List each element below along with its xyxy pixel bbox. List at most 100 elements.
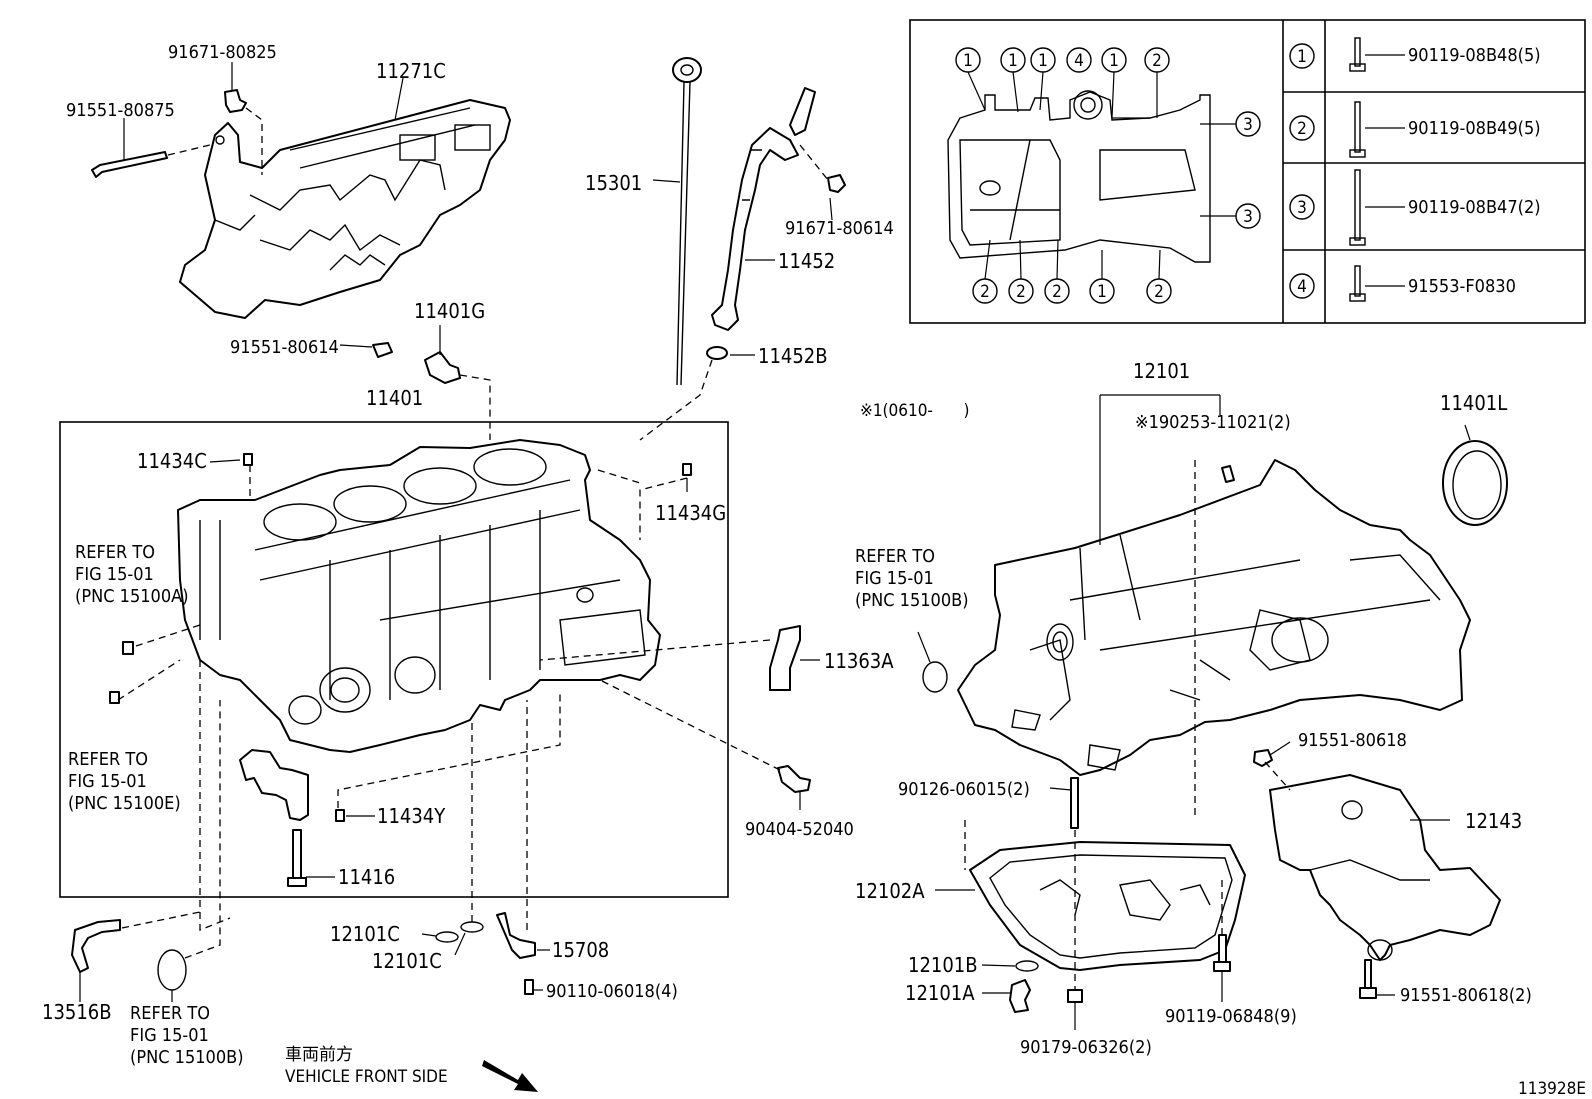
pin-190253 <box>1221 465 1235 483</box>
label-11401g: 11401G <box>414 299 485 323</box>
svg-text:1: 1 <box>1008 51 1018 71</box>
label-190253: ※190253-11021(2) <box>1135 412 1291 433</box>
plug-15100a <box>122 641 134 655</box>
svg-text:FIG 15-01: FIG 15-01 <box>855 568 934 589</box>
bolt-table-row: 3 90119-08B47(2) <box>1289 169 1541 246</box>
oil-pressure-switch <box>777 765 811 793</box>
figure-id: 113928E <box>1518 1079 1586 1099</box>
inset-callout: 4 <box>1066 47 1092 73</box>
label-11416: 11416 <box>338 865 395 889</box>
inset-callouts: 1 1 1 4 1 2 3 3 2 2 2 1 2 <box>955 47 1261 304</box>
bearing-cap <box>239 749 309 821</box>
svg-text:2: 2 <box>1152 51 1162 71</box>
bolt-table-row: 4 91553-F0830 <box>1289 265 1516 302</box>
svg-text:2: 2 <box>980 282 990 302</box>
note-0610: ※1(0610- ) <box>860 401 970 421</box>
bolt-91551-80614 <box>372 342 393 358</box>
inset-callout: 2 <box>972 278 998 304</box>
o-ring-15100b-right <box>922 661 948 693</box>
label-11363a: 11363A <box>824 649 894 673</box>
bolt-icon <box>1354 37 1361 67</box>
intake-manifold <box>179 99 511 319</box>
inset-oil-pan-outline <box>947 90 1211 263</box>
svg-text:REFER TO: REFER TO <box>130 1003 210 1024</box>
o-ring-11452b <box>706 346 728 360</box>
inset-callout: 1 <box>1101 47 1127 73</box>
label-91551-80618: 91551-80618 <box>1298 730 1407 751</box>
label-91671-80825: 91671-80825 <box>168 42 277 63</box>
inset-frame <box>909 19 1586 324</box>
svg-text:(PNC 15100B): (PNC 15100B) <box>855 590 969 611</box>
label-90126-06015: 90126-06015(2) <box>898 779 1030 800</box>
label-91551-80614: 91551-80614 <box>230 337 339 358</box>
svg-text:2: 2 <box>1016 282 1026 302</box>
baffle-12143 <box>1269 774 1501 961</box>
part-labels: 91671-80825 11271C 91551-80875 15301 916… <box>42 42 1532 1058</box>
label-11401l: 11401L <box>1440 391 1507 415</box>
dowel-11434g <box>682 463 692 476</box>
nut-90179-06326 <box>1067 989 1083 1003</box>
label-91551-80618-2: 91551-80618(2) <box>1400 985 1532 1006</box>
bolt-table-number: 1 <box>1297 47 1307 67</box>
bolt-table-row: 2 90119-08B49(5) <box>1289 101 1541 158</box>
label-13516b: 13516B <box>42 1000 112 1024</box>
bolt-table-part: 90119-08B47(2) <box>1408 197 1541 218</box>
label-11434g: 11434G <box>655 501 726 525</box>
svg-text:4: 4 <box>1074 51 1084 71</box>
svg-text:REFER TO: REFER TO <box>68 749 148 770</box>
label-12101c: 12101C <box>330 922 400 946</box>
label-90119-06848: 90119-06848(9) <box>1165 1006 1297 1027</box>
inset-callout: 1 <box>1089 278 1115 304</box>
label-90179-06326: 90179-06326(2) <box>1020 1037 1152 1058</box>
svg-text:(PNC 15100A): (PNC 15100A) <box>75 586 189 607</box>
svg-text:1: 1 <box>1109 51 1119 71</box>
o-ring-15100b <box>157 949 187 991</box>
crankcase-12101 <box>957 459 1471 776</box>
svg-text:FIG 15-01: FIG 15-01 <box>130 1025 209 1046</box>
oil-strainer-15708 <box>496 912 536 959</box>
label-11401: 11401 <box>366 386 423 410</box>
bolt-90110-06018 <box>524 979 534 995</box>
inset-callout: 1 <box>955 47 981 73</box>
bolt-table-part: 91553-F0830 <box>1408 276 1516 297</box>
label-11452: 11452 <box>778 249 835 273</box>
bolt-table-part: 90119-08B48(5) <box>1408 45 1541 66</box>
bolt-table-row: 1 90119-08B48(5) <box>1289 37 1541 72</box>
label-90110-06018: 90110-06018(4) <box>546 981 678 1002</box>
bolt-table-number: 4 <box>1297 277 1307 297</box>
vehicle-front-jp: 車両前方 <box>285 1045 353 1065</box>
oil-level-gauge <box>672 57 702 386</box>
front-arrow-icon <box>482 1060 538 1092</box>
svg-text:REFER TO: REFER TO <box>855 546 935 567</box>
svg-text:2: 2 <box>1052 282 1062 302</box>
cylinder-block <box>177 439 661 753</box>
label-12101b: 12101B <box>908 953 978 977</box>
bolt-icon <box>1354 265 1361 297</box>
inset-callout: 3 <box>1235 111 1261 137</box>
bolt-reference-inset: 1 90119-08B48(5) 2 90119-08B49(5) 3 9011… <box>909 19 1586 324</box>
bolt-table-number: 2 <box>1297 119 1307 139</box>
svg-text:1: 1 <box>1097 282 1107 302</box>
bolt-icon <box>1354 169 1361 241</box>
o-ring-12101c <box>460 921 484 933</box>
stud-90126-06015 <box>1070 777 1079 829</box>
svg-text:REFER TO: REFER TO <box>75 542 155 563</box>
bolt-91671-80614 <box>827 174 846 193</box>
label-12143: 12143 <box>1465 809 1522 833</box>
bolt-91671-80825 <box>224 89 247 113</box>
bolt-91551-80618-2 <box>1359 959 1377 999</box>
oil-seal-11401l <box>1442 440 1508 526</box>
bolt-table-number: 3 <box>1297 198 1307 218</box>
inset-callout: 2 <box>1146 278 1172 304</box>
svg-text:1: 1 <box>963 51 973 71</box>
label-11434y: 11434Y <box>377 804 446 828</box>
o-ring-12101c <box>435 931 459 943</box>
bolt-table-part: 90119-08B49(5) <box>1408 118 1541 139</box>
label-12102a: 12102A <box>855 879 925 903</box>
inset-callout: 1 <box>1000 47 1026 73</box>
bolt-11416 <box>287 829 307 887</box>
refer-note: REFER TO FIG 15-01 (PNC 15100E) <box>68 749 181 814</box>
bolt-icon <box>1354 101 1361 153</box>
svg-text:3: 3 <box>1243 207 1253 227</box>
gasket-12101b <box>1015 960 1039 972</box>
